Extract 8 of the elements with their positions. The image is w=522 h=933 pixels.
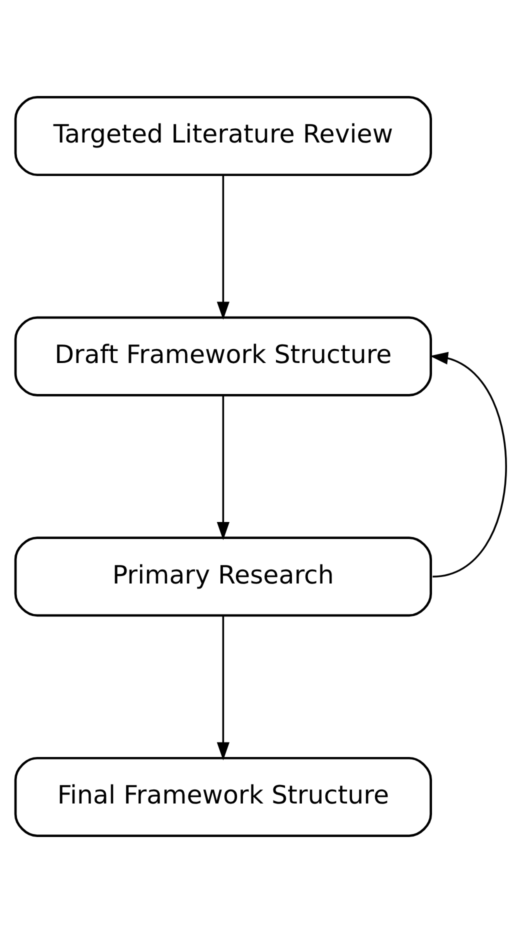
arrow: [216, 395, 230, 540]
node-box: Primary Research: [14, 536, 432, 617]
arrow: [216, 175, 230, 320]
arrow: [430, 352, 507, 578]
node-box: Draft Framework Structure: [14, 316, 432, 396]
node-box: Final Framework Structure: [14, 756, 432, 837]
arrow: [216, 616, 230, 760]
node-box: Targeted Literature Review: [14, 96, 432, 176]
